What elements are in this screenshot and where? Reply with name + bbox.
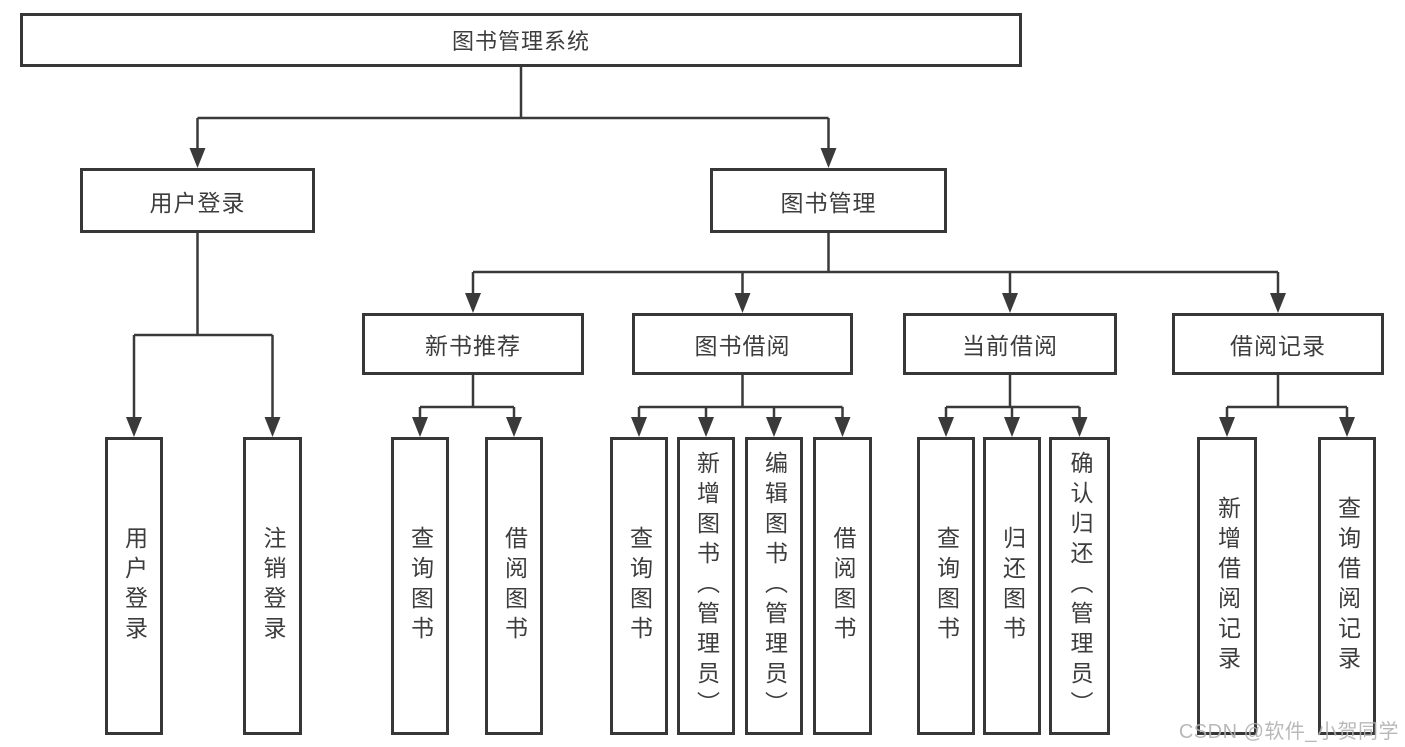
leaf-borrow-books-recommend: 借阅图书 xyxy=(485,437,543,735)
leaf-logout-login: 注销登录 xyxy=(243,437,302,735)
leaf-return-books: 归还图书 xyxy=(983,437,1041,735)
connector-lines xyxy=(132,67,1349,430)
leaf-add-books-admin: 新增图书（管理员） xyxy=(677,437,735,735)
leaf-query-books-recommend: 查询图书 xyxy=(391,437,449,735)
node-book-borrow: 图书借阅 xyxy=(632,313,853,375)
leaf-query-books-borrow: 查询图书 xyxy=(610,437,668,735)
leaf-query-books-current: 查询图书 xyxy=(917,437,975,735)
leaf-edit-books-admin: 编辑图书（管理员） xyxy=(745,437,803,735)
node-user-login: 用户登录 xyxy=(80,168,315,233)
leaf-query-borrow-record: 查询借阅记录 xyxy=(1318,437,1376,735)
leaf-confirm-return-admin: 确认归还（管理员） xyxy=(1049,437,1110,735)
leaf-add-borrow-record: 新增借阅记录 xyxy=(1197,437,1257,735)
node-new-book-recommend: 新书推荐 xyxy=(362,313,584,375)
node-current-borrow: 当前借阅 xyxy=(903,313,1117,375)
leaf-user-login: 用户登录 xyxy=(105,437,163,735)
leaf-borrow-books: 借阅图书 xyxy=(813,437,872,735)
node-root: 图书管理系统 xyxy=(20,13,1022,67)
node-borrow-records: 借阅记录 xyxy=(1172,313,1384,375)
csdn-watermark: CSDN @软件_小贺同学 xyxy=(1178,721,1399,743)
node-book-management: 图书管理 xyxy=(710,168,947,233)
